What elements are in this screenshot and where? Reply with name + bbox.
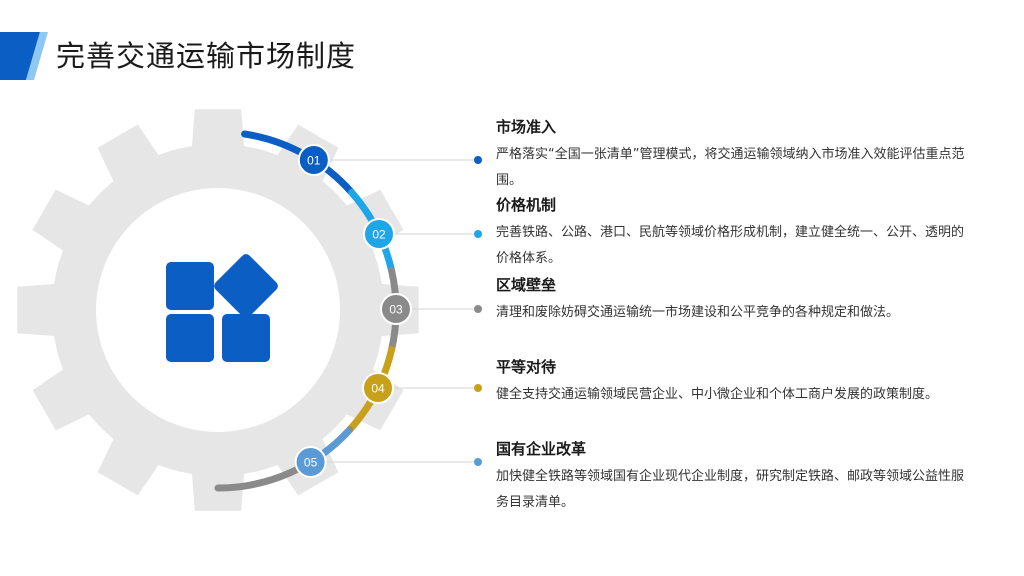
item-title-5: 国有企业改革 [496, 440, 587, 458]
connector-lines [310, 156, 482, 466]
item-title-1: 市场准入 [496, 118, 557, 136]
number-nodes: 01 02 03 04 05 [294, 144, 412, 478]
bullet-dot-1 [474, 156, 482, 164]
number-label-1: 01 [307, 154, 321, 168]
number-circle-2 [363, 218, 395, 250]
item-desc-2: 完善铁路、公路、港口、民航等领域价格形成机制，建立健全统一、公开、透明的价格体系… [496, 225, 965, 266]
bullet-dot-2 [474, 230, 482, 238]
bullet-dot-4 [474, 384, 482, 392]
page-title: 完善交通运输市场制度 [56, 39, 357, 73]
title-accent-bar [0, 32, 48, 80]
number-label-2: 02 [372, 228, 386, 242]
tiles-icon [166, 254, 278, 362]
gear-icon [17, 109, 419, 511]
number-circle-4 [362, 372, 394, 404]
item-desc-4: 健全支持交通运输领域民营企业、中小微企业和个体工商户发展的政策制度。 [496, 387, 939, 402]
item-desc-5: 加快健全铁路等领域国有企业现代企业制度，研究制定铁路、邮政等领域公益性服务目录清… [496, 469, 965, 510]
number-circle-1 [297, 144, 330, 176]
number-label-5: 05 [304, 456, 318, 470]
item-desc-3: 清理和废除妨碍交通运输统一市场建设和公平竞争的各种规定和做法。 [496, 305, 900, 320]
bullet-dot-3 [474, 305, 482, 313]
item-desc-1: 严格落实“全国一张清单”管理模式，将交通运输领域纳入市场准入效能评估重点范围。 [496, 147, 965, 188]
number-label-4: 04 [371, 382, 385, 396]
number-label-3: 03 [389, 303, 403, 317]
number-circle-3 [380, 293, 412, 325]
item-title-3: 区域壁垒 [496, 276, 557, 294]
bullet-dot-5 [474, 458, 482, 466]
number-circle-5 [294, 446, 327, 478]
item-title-4: 平等对待 [496, 358, 557, 376]
item-title-2: 价格机制 [496, 196, 557, 214]
